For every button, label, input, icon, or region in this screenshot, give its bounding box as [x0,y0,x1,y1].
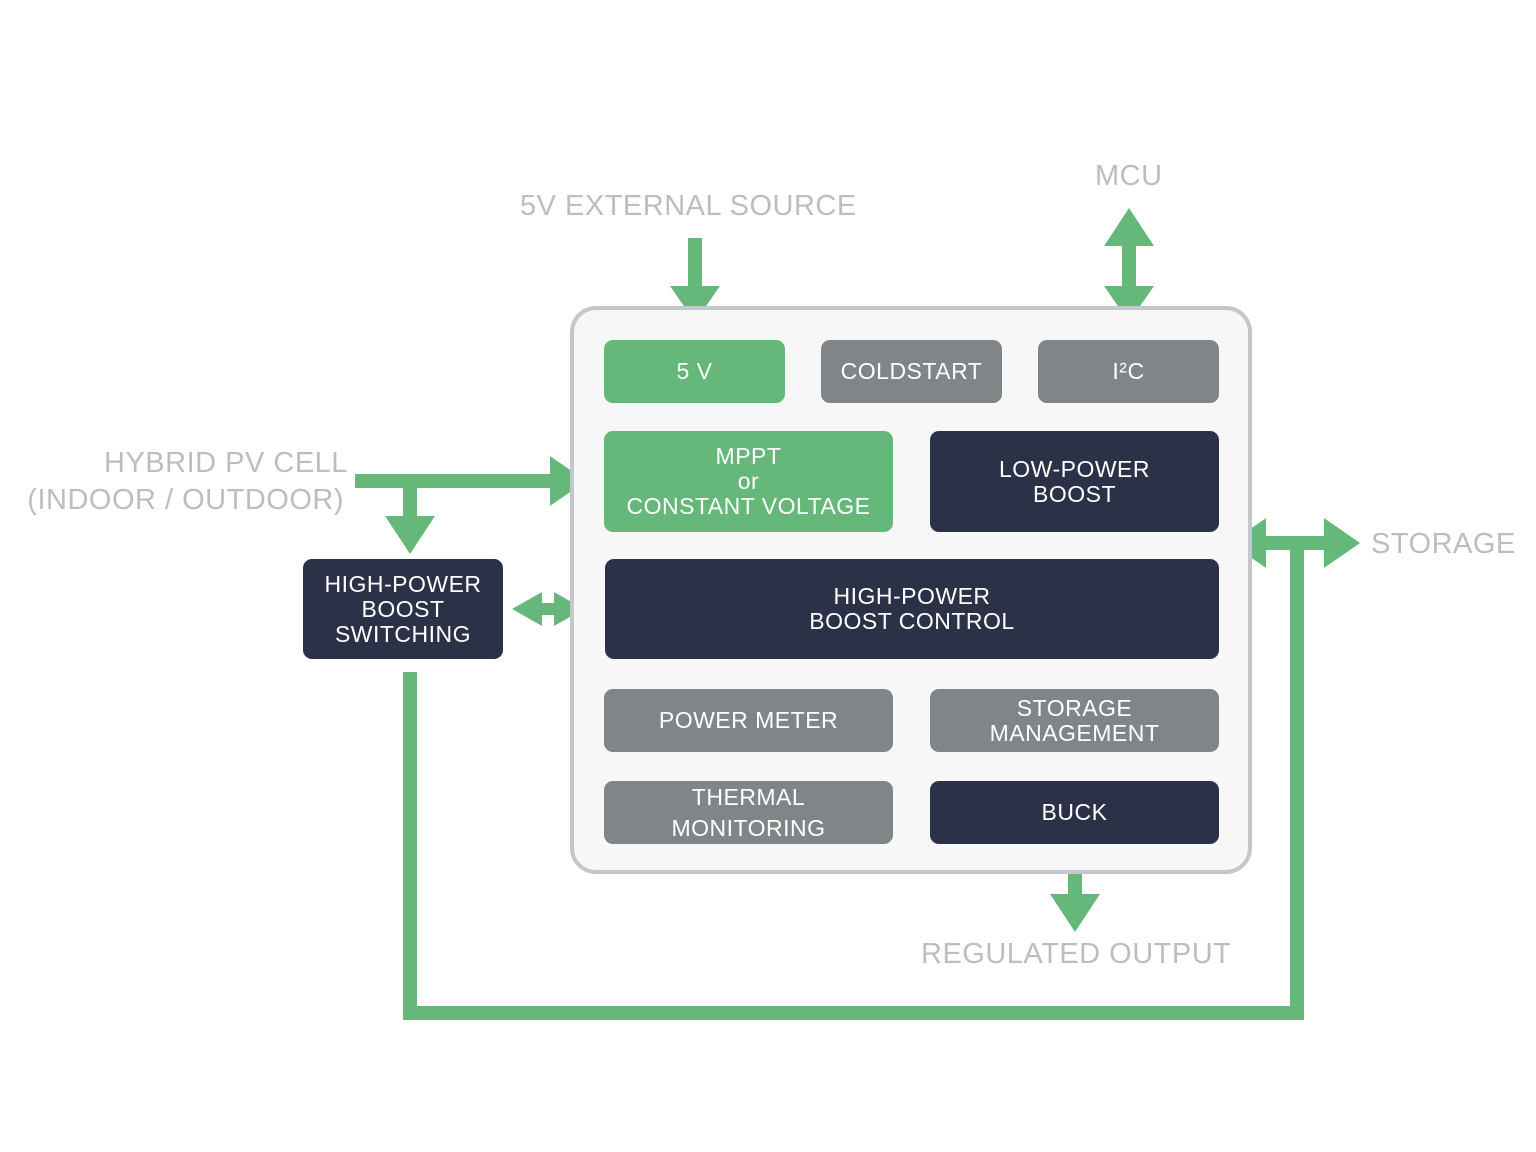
regulated-output-label: REGULATED OUTPUT [921,938,1232,970]
storage-feedback-line [403,549,1304,1020]
pv-cell-arrow-to-mppt [355,456,586,506]
mcu-label: MCU [1095,160,1163,192]
buck-block: BUCK [930,781,1219,844]
pv-cell-label-line1: HYBRID PV CELL [104,447,348,479]
five-v-source-label: 5V EXTERNAL SOURCE [520,190,857,222]
coldstart-block: COLDSTART [821,340,1002,403]
low-power-boost-block: LOW-POWER BOOST [930,431,1219,532]
pv-cell-label-line2: (INDOOR / OUTDOOR) [27,484,344,516]
high-power-boost-control-block: HIGH-POWER BOOST CONTROL [605,559,1219,659]
pv-cell-arrow-to-switching [385,480,435,554]
i2c-block: I²C [1038,340,1219,403]
five-v-input-arrow [670,238,720,322]
mcu-bidirectional-arrow [1104,208,1154,322]
five-v-block: 5 V [604,340,785,403]
thermal-monitoring-block: THERMAL MONITORING [604,781,893,844]
storage-management-block: STORAGE MANAGEMENT [930,689,1219,752]
storage-label: STORAGE [1371,528,1516,560]
mppt-block: MPPT or CONSTANT VOLTAGE [604,431,893,532]
switching-control-bidirectional-arrow [512,592,584,626]
storage-bidirectional-arrow [1230,518,1360,568]
power-meter-block: POWER METER [604,689,893,752]
high-power-boost-switching-block: HIGH-POWER BOOST SWITCHING [303,559,503,659]
